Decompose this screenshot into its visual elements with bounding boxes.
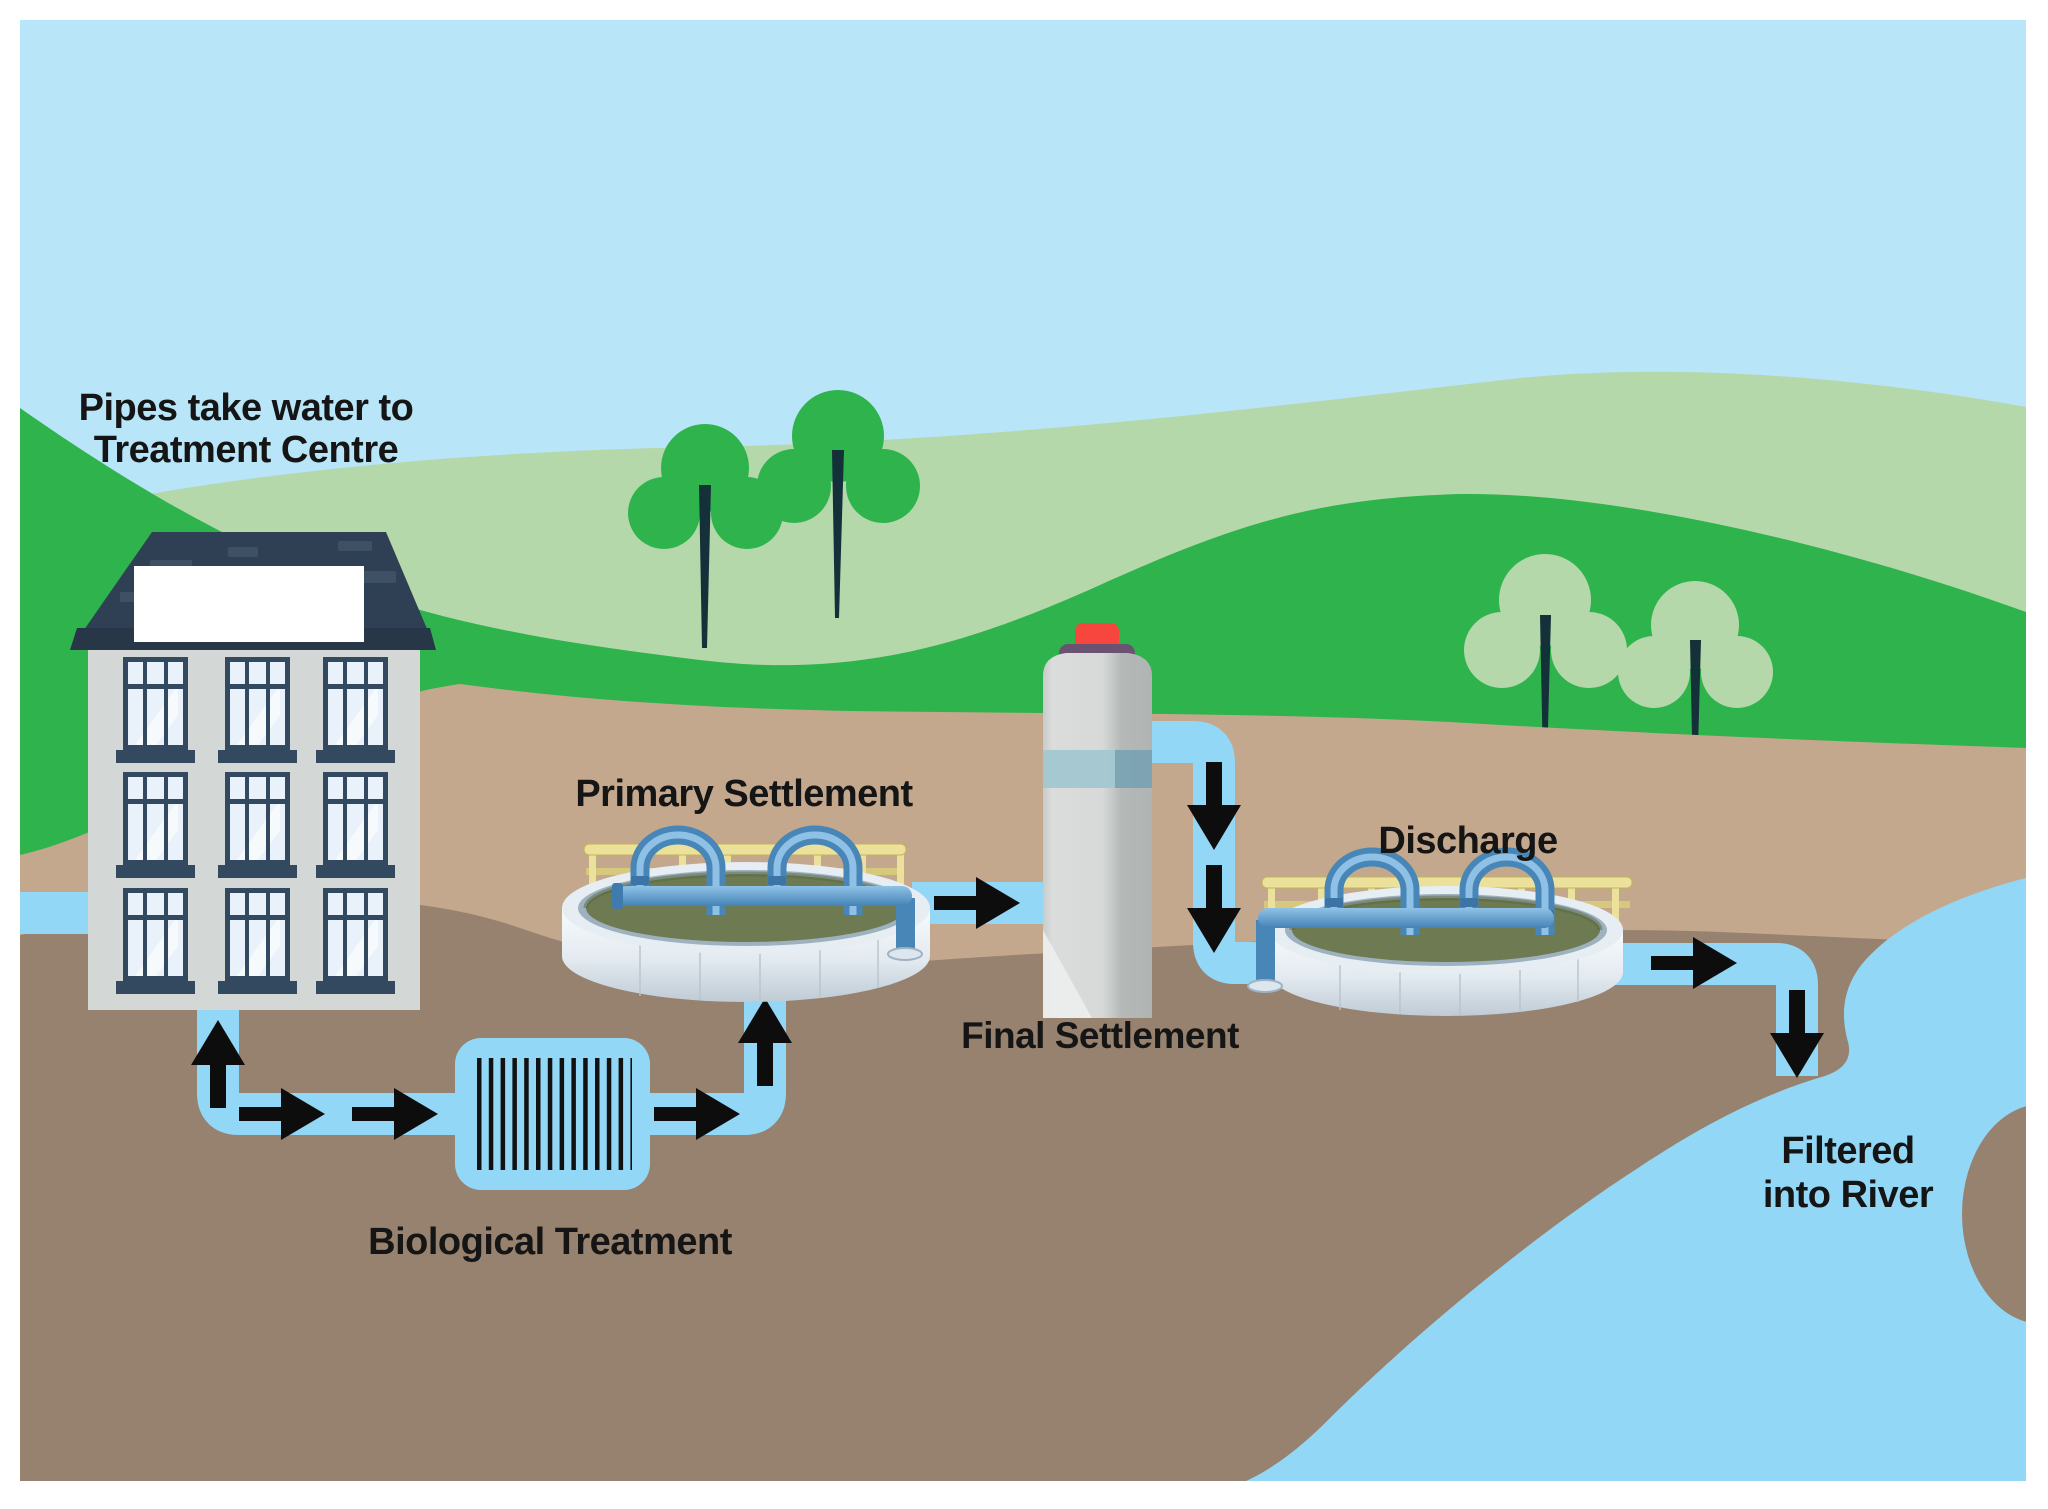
building-window <box>218 772 297 878</box>
label-biological-treatment: Biological Treatment <box>368 1221 733 1263</box>
label-river-line1: Filtered <box>1781 1130 1914 1172</box>
tank-pipes <box>1247 847 1555 993</box>
flow-arrow-right-1 <box>239 1088 325 1140</box>
pale-tree-2 <box>1618 581 1773 785</box>
treatment-building <box>70 532 436 1010</box>
bright-tree-1 <box>628 424 783 648</box>
flow-arrow-right-2 <box>352 1088 438 1140</box>
label-discharge: Discharge <box>1378 820 1557 862</box>
flow-arrow-right-3 <box>654 1088 740 1140</box>
tower-band-light <box>1043 750 1115 788</box>
building-window <box>218 888 297 994</box>
bright-tree-2 <box>757 390 920 618</box>
flow-arrow-right-5 <box>1651 937 1737 989</box>
label-house-line1: Pipes take water to <box>79 387 414 429</box>
flow-arrow-down-2 <box>1187 865 1241 953</box>
label-primary-settlement: Primary Settlement <box>575 773 913 815</box>
building-window <box>116 772 195 878</box>
final-settlement-tower <box>1043 623 1152 1018</box>
labels: Pipes take water to Treatment Centre Pri… <box>79 387 1935 1263</box>
pale-tree-1 <box>1464 554 1627 765</box>
pipe-flange <box>887 947 923 961</box>
building-window <box>316 888 395 994</box>
flow-arrow-right-4 <box>934 877 1020 929</box>
tower-body <box>1043 653 1152 1018</box>
biological-treatment-box <box>455 1038 650 1190</box>
label-river-line2: into River <box>1763 1174 1934 1216</box>
tank-pipes <box>612 825 923 961</box>
building-window <box>316 657 395 763</box>
river-island <box>1962 1106 2026 1322</box>
building-window <box>316 772 395 878</box>
building-window <box>218 657 297 763</box>
building-window <box>116 657 195 763</box>
tree-trunk <box>832 450 844 618</box>
flow-arrow-up-house <box>191 1020 245 1108</box>
primary-settlement-tank <box>562 825 930 1002</box>
flow-arrow-up-primary <box>738 998 792 1086</box>
building-sign <box>134 566 364 642</box>
building-window <box>116 888 195 994</box>
tree-trunk <box>699 485 711 648</box>
flow-arrows <box>191 762 1824 1140</box>
discharge-tank <box>1247 847 1633 1016</box>
pipe-biological-to-primary <box>650 985 786 1135</box>
label-house-line2: Treatment Centre <box>94 429 399 471</box>
pipe-final-to-discharge <box>1152 721 1282 984</box>
flow-arrow-down-1 <box>1187 762 1241 850</box>
tower-highlight <box>1043 930 1092 1018</box>
pipe-flange <box>1247 979 1283 993</box>
label-final-settlement: Final Settlement <box>961 1015 1239 1056</box>
river <box>1246 878 2026 1481</box>
flow-arrow-down-river <box>1770 990 1824 1078</box>
pipe-discharge-to-river <box>1578 943 1818 1076</box>
